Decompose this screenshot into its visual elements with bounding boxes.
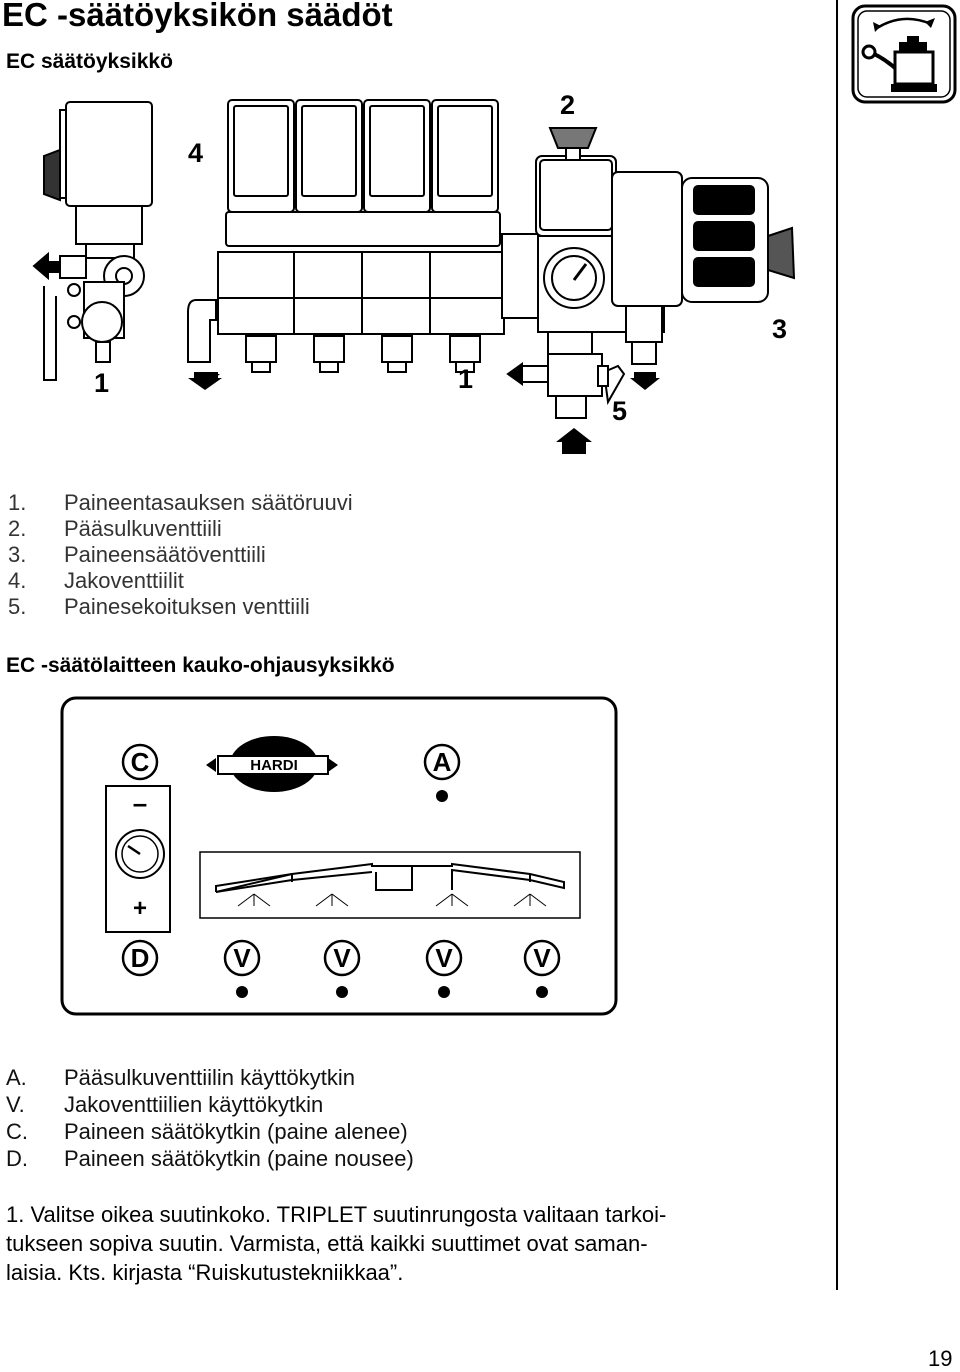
hardi-logo-text: HARDI (250, 757, 298, 774)
list-item: D.Paineen säätökytkin (paine nousee) (6, 1146, 414, 1171)
list-item: 1.Paineentasauksen säätöruuvi (8, 490, 353, 515)
remote-heading: EC -säätölaitteen kauko-ohjausyksikkö (6, 654, 395, 677)
key-v-1: V (233, 943, 251, 973)
key-c: C (131, 747, 150, 777)
key-d: D (131, 943, 150, 973)
list-item: A.Pääsulkuventtiilin käyttökytkin (6, 1065, 356, 1090)
parts-list: 1.Paineentasauksen säätöruuvi 2.Pääsulku… (8, 490, 353, 620)
remote-control-diagram: HARDI C D A V V V V – + (60, 696, 618, 1016)
plus-label: + (133, 895, 147, 922)
key-a: A (433, 747, 452, 777)
key-v-4: V (533, 943, 551, 973)
list-item: 3.Paineensäätöventtiili (8, 542, 266, 567)
callout-2: 2 (560, 90, 576, 120)
callout-5: 5 (612, 396, 628, 426)
key-v-2: V (333, 943, 351, 973)
list-item: 5.Painesekoituksen venttiili (8, 594, 310, 619)
hardi-logo (206, 736, 338, 792)
callout-3: 3 (772, 314, 788, 344)
section-subtitle: EC säätöyksikkö (6, 50, 173, 73)
callout-4: 4 (188, 138, 204, 168)
key-v-3: V (435, 943, 453, 973)
remote-legend: A.Pääsulkuventtiilin käyttökytkin V.Jako… (6, 1064, 414, 1172)
list-item: C.Paineen säätökytkin (paine alenee) (6, 1119, 408, 1144)
margin-rule (836, 0, 838, 1290)
page-number: 19 (928, 1346, 953, 1371)
list-item: 4.Jakoventtiilit (8, 568, 184, 593)
ec-control-unit-diagram (32, 99, 796, 454)
sprayer-adjust-icon (851, 4, 957, 104)
callout-1-left: 1 (94, 368, 110, 398)
page-title: EC -säätöyksikön säädöt (2, 0, 393, 33)
minus-label: – (133, 788, 147, 818)
callout-1-right: 1 (458, 364, 474, 394)
list-item: V.Jakoventtiilien käyttökytkin (6, 1092, 324, 1117)
instruction-paragraph: 1. Valitse oikea suutinkoko. TRIPLET suu… (6, 1202, 667, 1285)
list-item: 2.Pääsulkuventtiili (8, 516, 222, 541)
